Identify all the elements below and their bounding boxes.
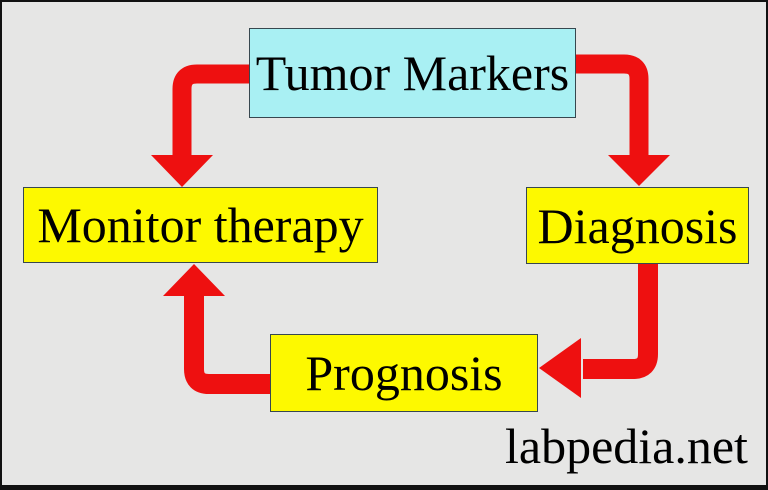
node-tumor-markers-label: Tumor Markers xyxy=(255,45,570,101)
node-diagnosis-label: Diagnosis xyxy=(537,197,738,254)
arrow-tumor-to-diagnosis xyxy=(575,54,670,186)
node-tumor-markers: Tumor Markers xyxy=(249,28,576,118)
node-prognosis-label: Prognosis xyxy=(305,345,503,401)
arrow-tumor-to-monitor xyxy=(151,64,250,187)
arrow-diagnosis-to-prognosis xyxy=(539,263,658,398)
arrow-prognosis-to-monitor xyxy=(163,264,272,394)
node-monitor-therapy: Monitor therapy xyxy=(23,187,378,263)
watermark-labpedia: labpedia.net xyxy=(505,418,748,474)
node-diagnosis: Diagnosis xyxy=(526,187,749,264)
node-prognosis: Prognosis xyxy=(270,334,538,412)
node-monitor-therapy-label: Monitor therapy xyxy=(37,197,364,253)
